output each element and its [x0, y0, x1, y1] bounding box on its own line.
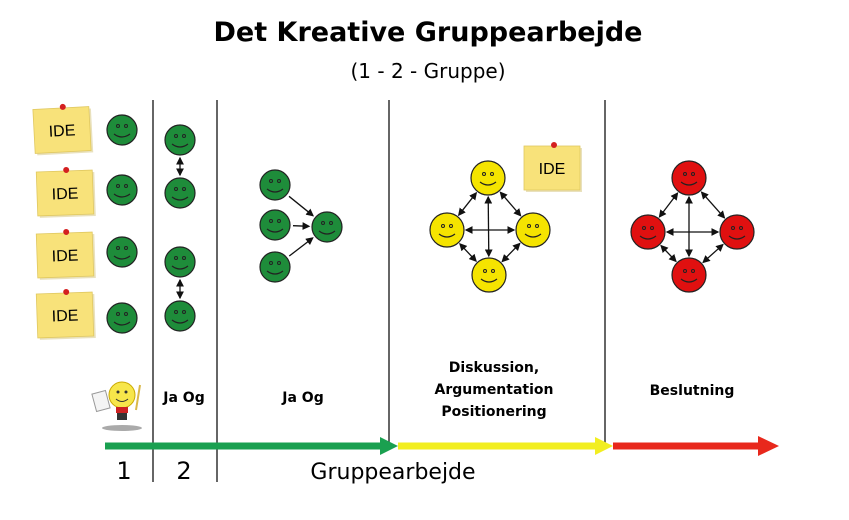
timeline-arrows: [105, 436, 779, 456]
connector-arrow: [501, 242, 521, 263]
smiley-face-icon: [106, 174, 138, 206]
smiley-face-icon: [106, 302, 138, 334]
smiley-face-icon: [259, 251, 291, 283]
note-label: IDE: [48, 122, 76, 140]
smiley-face-icon: [470, 160, 506, 196]
connector-arrow: [288, 195, 315, 217]
stage-label-positionering: Positionering: [441, 404, 546, 420]
smiley-face-icon: [164, 300, 196, 332]
smiley-face-icon: [719, 214, 755, 250]
green-arrowhead: [380, 437, 398, 455]
smiley-face-icon: [671, 160, 707, 196]
note-label: IDE: [51, 248, 78, 266]
smiley-face-icon: [311, 211, 343, 243]
connector-arrow: [484, 195, 493, 258]
connector-arrow: [660, 244, 677, 263]
connector-arrow: [457, 191, 478, 217]
sticky-note: IDE: [35, 228, 96, 280]
slide-subtitle: (1 - 2 - Gruppe): [350, 59, 505, 83]
connector-arrow: [700, 191, 726, 219]
sticky-note: IDE: [32, 103, 94, 156]
connector-arrow: [288, 237, 314, 257]
connector-arrow: [702, 243, 724, 264]
connector-arrow: [292, 222, 311, 230]
sticky-note: IDE: [35, 288, 96, 340]
smiley-face-icon: [259, 209, 291, 241]
smiley-face-icon: [630, 214, 666, 250]
connector-arrow: [658, 192, 679, 218]
connector-arrow: [459, 242, 477, 263]
smiley-face-icon: [515, 212, 551, 248]
smiley-face-icon: [671, 257, 707, 293]
smiley-face-icon: [429, 212, 465, 248]
stage-label-argumentation: Argumentation: [435, 382, 554, 398]
note-label: IDE: [51, 186, 78, 204]
smiley-face-icon: [164, 124, 196, 156]
stage-label-ja-og-1: Ja Og: [162, 390, 204, 406]
stage-label-beslutning: Beslutning: [650, 383, 735, 399]
pin-icon: [63, 166, 70, 173]
step-2-label: 2: [176, 457, 191, 485]
pin-icon: [59, 103, 66, 110]
stage-label-ja-og-2: Ja Og: [281, 390, 323, 406]
smiley-face-icon: [259, 169, 291, 201]
sticky-note: IDE: [35, 166, 96, 218]
step-1-label: 1: [116, 457, 131, 485]
smiley-face-icon: [164, 246, 196, 278]
pin-icon: [63, 228, 70, 235]
sticky-note: IDE: [523, 142, 582, 192]
pin-icon: [63, 288, 70, 295]
yellow-arrowhead: [595, 437, 613, 455]
note-label: IDE: [539, 161, 566, 178]
dividers: [152, 100, 606, 482]
smiley-face-icon: [471, 257, 507, 293]
pin-icon: [551, 142, 557, 148]
slide-title: Det Kreative Gruppearbejde: [213, 17, 642, 48]
note-label: IDE: [51, 308, 78, 326]
red-arrowhead: [758, 436, 779, 456]
smiley-face-icon: [106, 236, 138, 268]
group-work-label: Gruppearbejde: [310, 460, 475, 485]
smiley-face-icon: [164, 177, 196, 209]
lightbulb-icon: [91, 381, 142, 431]
connector-arrow: [499, 191, 522, 217]
stage-label-diskussion: Diskussion,: [449, 360, 539, 376]
smiley-face-icon: [106, 114, 138, 146]
